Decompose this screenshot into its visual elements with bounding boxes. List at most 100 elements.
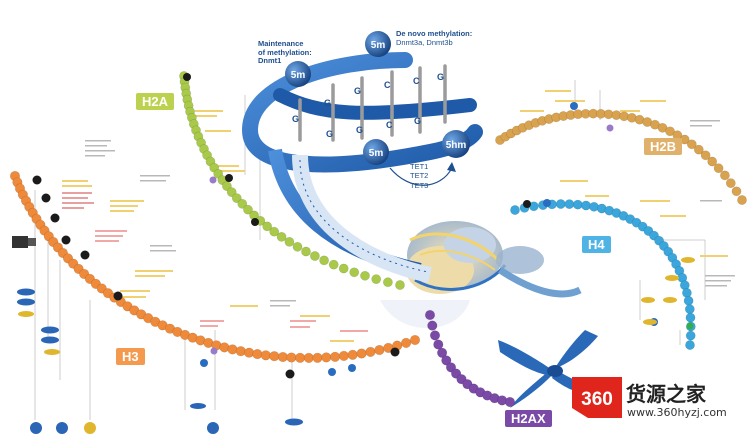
h2a-residue [382,277,393,288]
histone-label-h2ax: H2AX [505,410,552,427]
h3-residue [269,351,280,362]
mark-5m: 5m [291,70,306,81]
maintenance-methylation-label: Maintenance of methylation: Dnmt1 [258,39,312,66]
h2ax-residue [424,309,436,321]
h2b-residue [665,126,675,137]
h2b-tail [495,108,747,205]
h2ax-residue [441,355,452,366]
mark-5hm: 5hm [446,140,467,151]
h4-residue [572,199,583,210]
h3-residue [374,344,385,356]
h3-residue [303,352,314,364]
base-label: C [384,80,391,90]
base-label: G [292,114,299,124]
histone-label-h2a: H2A [136,93,175,110]
h2ax-residue [504,396,516,408]
base-label: C [413,76,420,86]
h2a-residue [309,251,320,261]
h2b-residue [731,186,742,197]
h2b-residue [700,150,711,161]
h3-residue [409,334,421,346]
h3-residue [321,352,332,363]
h3-residue [295,352,306,363]
h2ax-residue [437,347,448,358]
h2a-residue [395,280,405,290]
denovo-line-1: De novo methylation: [396,29,473,38]
h2a-tail [179,71,405,290]
watermark-logo-text: 360 [581,389,613,410]
h2b-residue [725,178,736,188]
h2a-residue [360,270,370,281]
h2a-residue [292,241,303,252]
denovo-methylation-label: De novo methylation: Dnmt3a, Dnmt3b [396,29,473,47]
h3-residue [401,337,412,349]
base-label: G [326,129,333,139]
maintenance-line-1: Maintenance [258,39,304,48]
watermark-url: www.360hyzj.com [627,406,727,419]
base-label: G [356,125,363,135]
h3-residue [347,349,358,360]
base-label: G [414,116,421,126]
h2b-residue [693,144,704,155]
h2a-residue [349,267,360,278]
tet1-label: TET1 [410,162,429,171]
h2ax-residue [427,320,438,331]
h3-tail [9,170,421,364]
mark-5m: 5m [369,148,384,159]
h4-tail [510,199,696,350]
h2b-residue [720,170,730,181]
tet-enzymes-label: TET1 TET2 TET3 [410,162,428,190]
h2ax-residue [429,330,441,341]
base-label: G [324,98,331,108]
h3-residue [365,346,376,358]
h2a-residue [284,236,295,247]
h2b-residue [713,163,724,174]
base-label: C [386,120,393,130]
h2b-residue [686,139,697,150]
h4-residue [684,304,695,314]
nucleosome-core [380,221,582,329]
h4-residue [581,200,591,211]
h3-residue [338,350,350,362]
h4-residue [555,199,566,209]
tet3-label: TET3 [410,180,429,190]
h4-residue [510,205,520,215]
h2a-residue [231,193,242,203]
h3-residue [312,352,323,363]
h2a-residue [226,187,237,197]
base-label: G [354,86,361,96]
h2b-residue [737,195,747,205]
tet2-label: TET2 [410,171,429,181]
h4-residue [685,330,696,341]
h3-residue [227,344,238,355]
maintenance-line-3: Dnmt1 [258,56,282,66]
h2a-residue [319,255,329,266]
h2a-residue [328,259,339,270]
annotation-text-bars [62,90,735,342]
h3-residue [356,348,367,359]
h2a-residue [237,198,248,209]
h2a-residue [243,204,253,215]
h3-residue [260,350,271,361]
base-label: G [437,72,444,82]
methylation-marks: 5m 5m 5m 5hm [285,31,470,165]
h4-residue [564,199,575,209]
h3-residue [244,347,255,358]
h2a-residue [371,274,382,284]
h2a-residue [338,263,349,274]
h4-residue [685,312,696,323]
denovo-line-2: Dnmt3a, Dnmt3b [396,37,453,47]
histone-label-h4: H4 [582,236,611,253]
h2ax-residue [433,339,444,350]
h3-residue [286,352,297,363]
h2a-residue [262,221,273,232]
h3-residue [235,346,246,357]
h2b-residue [707,156,718,167]
h3-residue [330,351,341,362]
h2a-residue [269,226,280,237]
maintenance-line-2: of methylation: [258,47,312,57]
h4-residue [682,287,692,298]
h2a-residue [301,246,311,257]
